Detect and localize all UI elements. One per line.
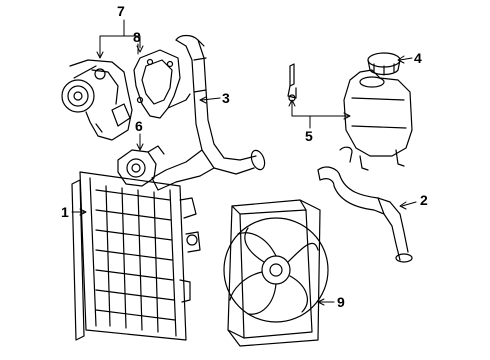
thermostat-housing xyxy=(117,145,165,187)
water-pump xyxy=(61,59,133,141)
fan-shroud xyxy=(223,199,329,347)
coolant-reservoir xyxy=(343,69,413,171)
callout-6: 6 xyxy=(135,118,143,134)
callout-4: 4 xyxy=(414,50,422,66)
radiator xyxy=(71,171,201,341)
leader-lines xyxy=(71,19,417,306)
lower-hose xyxy=(317,146,413,263)
reservoir-cap xyxy=(367,52,401,76)
callout-2: 2 xyxy=(420,192,428,208)
callout-8: 8 xyxy=(133,29,141,45)
callout-5: 5 xyxy=(305,128,313,144)
upper-hose xyxy=(151,34,266,191)
level-sensor xyxy=(287,63,297,102)
callout-7: 7 xyxy=(117,3,125,19)
pump-gasket xyxy=(133,49,191,119)
callout-9: 9 xyxy=(337,294,345,310)
callout-1: 1 xyxy=(61,204,69,220)
callout-3: 3 xyxy=(222,90,230,106)
